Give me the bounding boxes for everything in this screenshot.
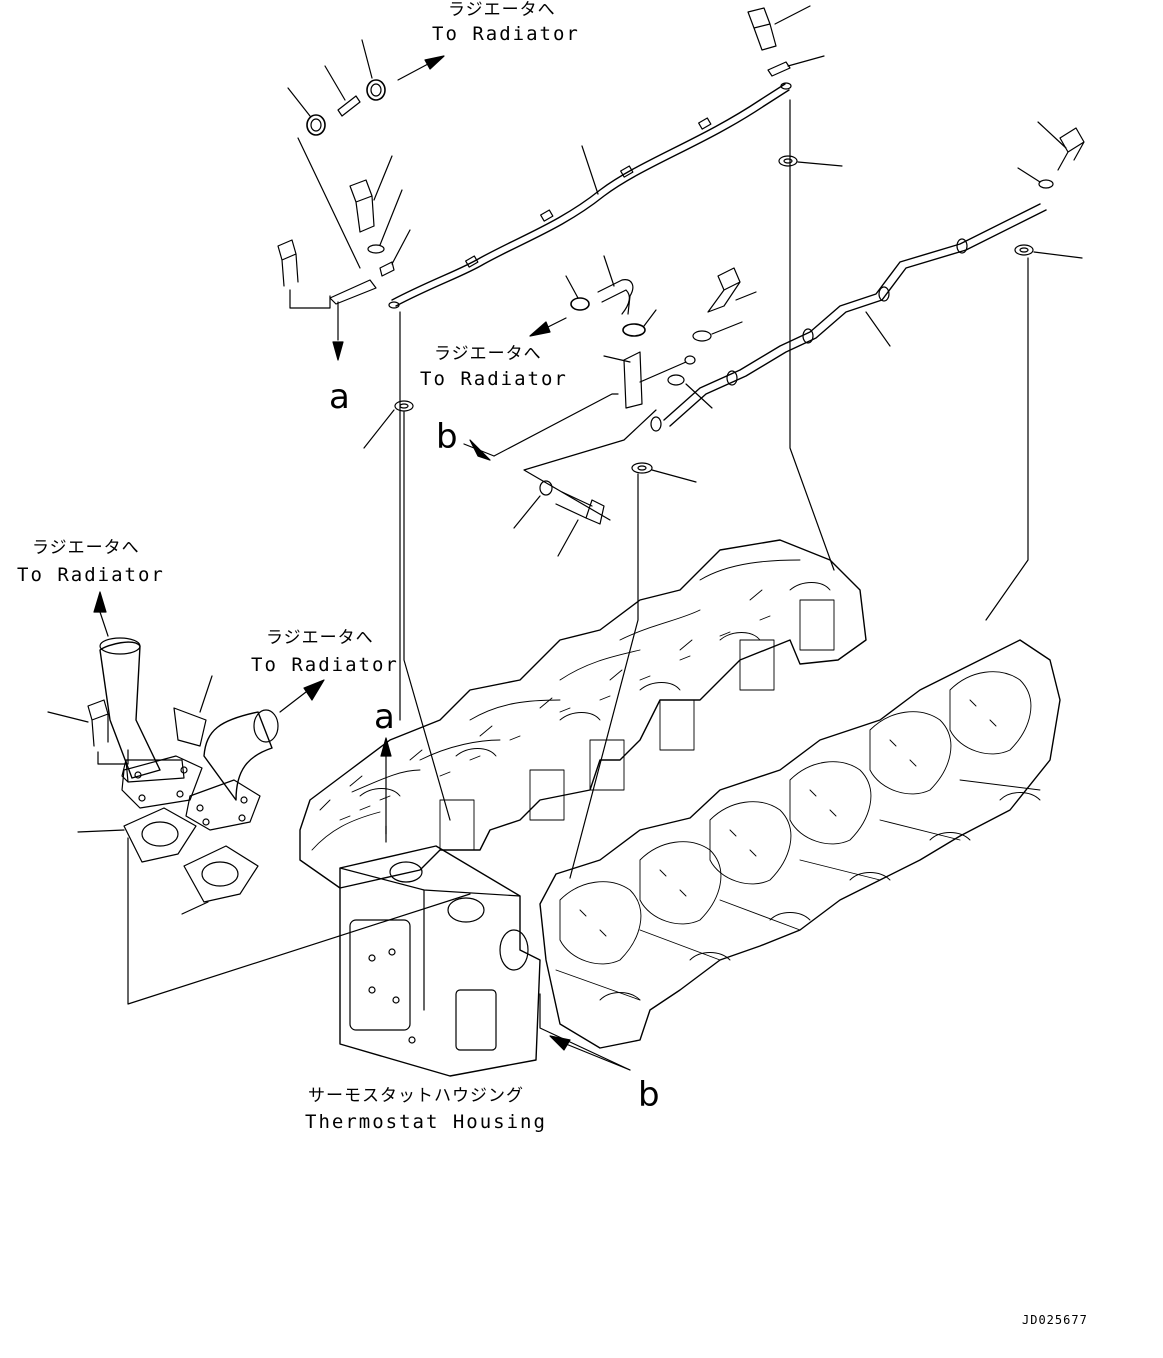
ref-b-bottom: b <box>638 1075 660 1115</box>
thermostat-housing-label-en: Thermostat Housing <box>305 1111 547 1133</box>
arrow-to-radiator-4 <box>304 680 324 700</box>
coolant-pipe-upper <box>364 6 842 448</box>
arrow-to-radiator-3 <box>94 592 106 612</box>
radiator-hose-clamp-group <box>288 40 444 268</box>
bolt-icon-top <box>748 8 776 50</box>
hose-clamp-right <box>367 80 385 100</box>
to-radiator-label-en-1: To Radiator <box>432 23 580 45</box>
leader-lines <box>128 100 1028 1004</box>
hose-clamp-left <box>307 115 325 135</box>
washer-icon <box>368 245 384 253</box>
to-radiator-label-jp-4: ラジエータへ <box>266 628 374 648</box>
drawing-code: JD025677 <box>1022 1313 1088 1327</box>
washer-icon <box>540 481 552 495</box>
flange-left <box>122 756 202 808</box>
thermostat-housing <box>340 738 630 1076</box>
gasket-1 <box>124 808 196 862</box>
bolt-icon-left <box>88 700 108 746</box>
hose-clamp-mid <box>571 298 589 310</box>
middle-hose-group <box>464 256 756 556</box>
arrow-to-radiator-2 <box>530 322 550 336</box>
ref-a-bottom: a <box>374 697 395 737</box>
to-radiator-label-jp-3: ラジエータへ <box>32 538 140 558</box>
gasket-2 <box>184 846 258 902</box>
elbow-pipe-right <box>204 712 272 800</box>
washer-icon <box>1015 245 1033 255</box>
arrow-to-b-bottom <box>550 1036 570 1050</box>
flange-right <box>186 780 260 830</box>
bolt-icon <box>350 180 374 232</box>
bolt-group-top-left <box>278 156 410 360</box>
bracket-icon <box>330 280 376 304</box>
bolt-icon-mid <box>708 268 740 312</box>
ref-a-top: a <box>329 377 350 417</box>
hose-pin <box>338 96 360 116</box>
radiator-elbows <box>48 592 324 914</box>
cylinder-heads-lower-row <box>540 640 1060 1048</box>
bolt-icon-right <box>1058 128 1084 170</box>
to-radiator-label-en-3: To Radiator <box>17 564 165 586</box>
to-radiator-label-jp-2: ラジエータへ <box>434 344 542 364</box>
to-radiator-label-en-4: To Radiator <box>251 654 399 676</box>
coolant-pipe-right <box>651 122 1084 431</box>
cylinder-heads-upper-row <box>300 540 866 888</box>
washer-icon <box>1039 180 1053 188</box>
arrow-to-radiator-1 <box>425 56 444 69</box>
ref-b-top: b <box>436 417 458 457</box>
arrow-to-b-top <box>470 440 490 460</box>
to-radiator-label-jp-1: ラジエータへ <box>448 0 556 20</box>
washer-icon <box>779 156 797 166</box>
bolt-icon-lower <box>556 492 604 524</box>
to-radiator-label-en-2: To Radiator <box>420 368 568 390</box>
elbow-pipe-left <box>100 642 160 778</box>
thermostat-housing-label-jp: サーモスタットハウジング <box>308 1086 524 1106</box>
arrow-to-a-top <box>333 342 343 360</box>
